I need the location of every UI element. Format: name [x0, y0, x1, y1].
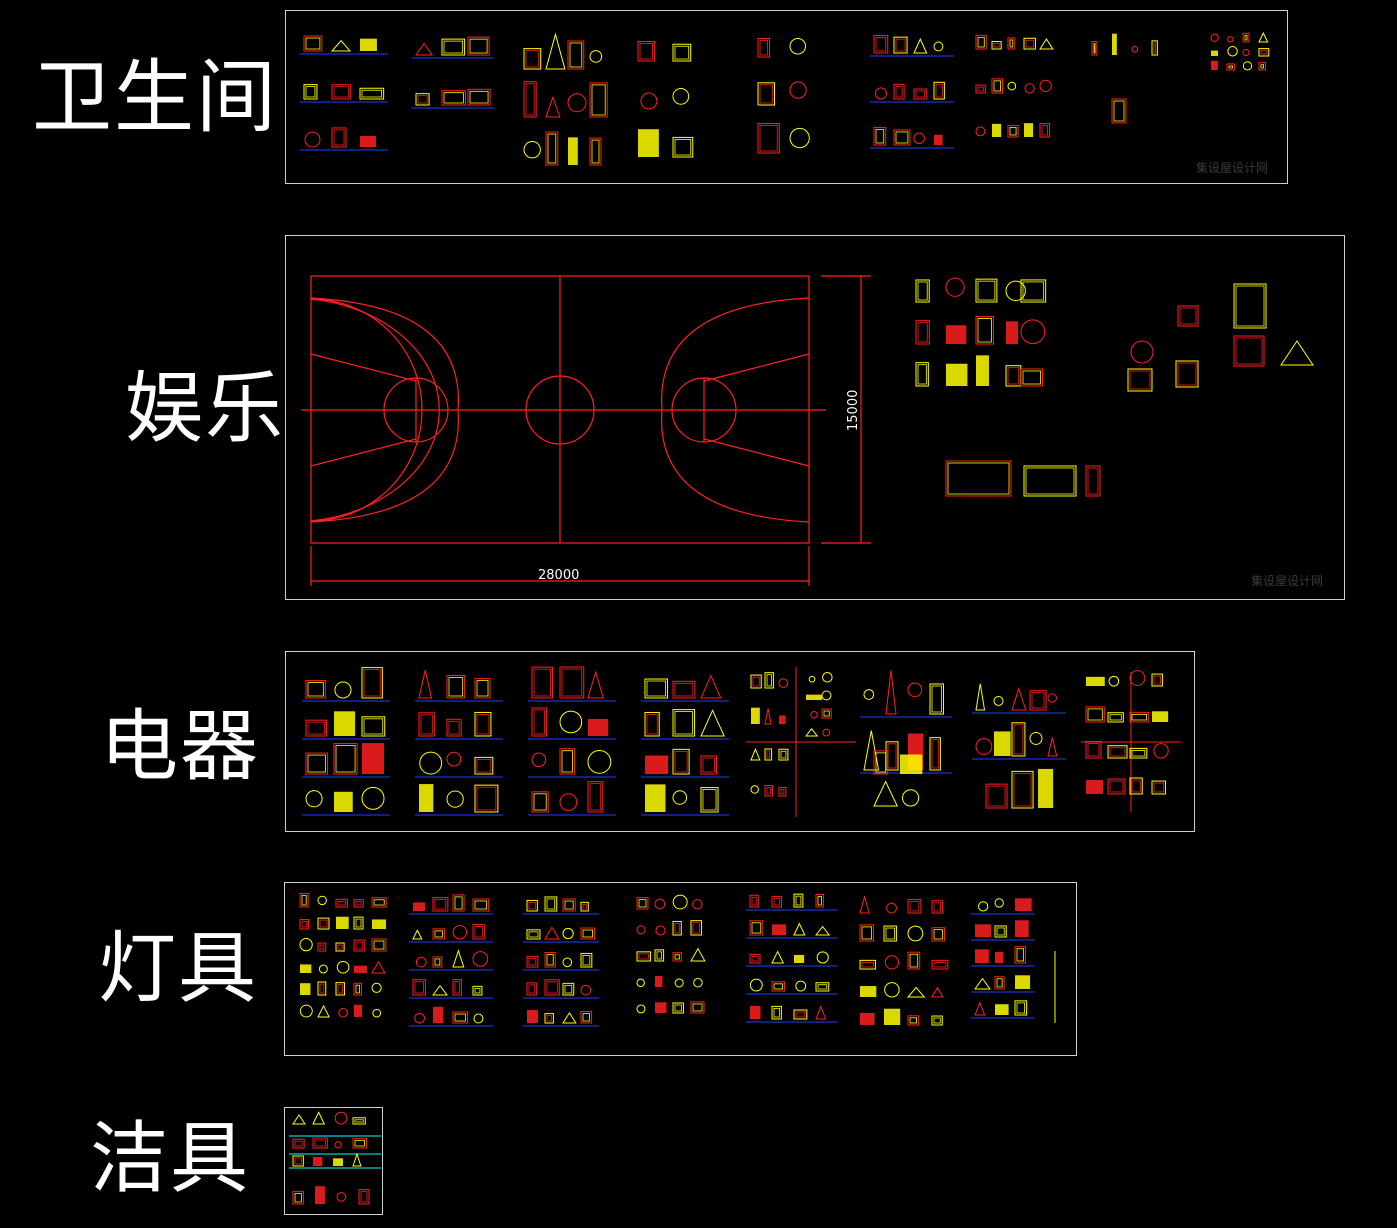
bathroom-drawing	[300, 31, 1270, 166]
watermark: 集设屋设计网	[1251, 574, 1324, 588]
appliances-drawing	[302, 666, 1181, 817]
sanitary-drawing	[289, 1111, 381, 1205]
label-entertainment: 娱乐	[125, 364, 286, 454]
panel-sanitary[interactable]	[284, 1107, 383, 1215]
court-length-dimension: 28000	[538, 568, 579, 583]
panel-bathroom[interactable]: 集设屋设计网	[285, 10, 1288, 184]
entertainment-drawing: 28000 15000	[301, 275, 1314, 586]
court-width-dimension: 15000	[846, 390, 861, 431]
panel-entertainment[interactable]: 28000 15000 集设屋设计网	[285, 235, 1345, 600]
panel-appliances[interactable]	[285, 651, 1195, 832]
basketball-court	[301, 275, 871, 586]
label-appliances: 电器	[100, 702, 261, 792]
watermark: 集设屋设计网	[1196, 161, 1269, 175]
label-sanitary: 洁具	[90, 1114, 251, 1204]
label-lighting: 灯具	[98, 924, 259, 1014]
label-bathroom: 卫生间	[32, 51, 278, 144]
panel-lighting[interactable]	[284, 882, 1077, 1056]
lighting-drawing	[299, 892, 1056, 1027]
